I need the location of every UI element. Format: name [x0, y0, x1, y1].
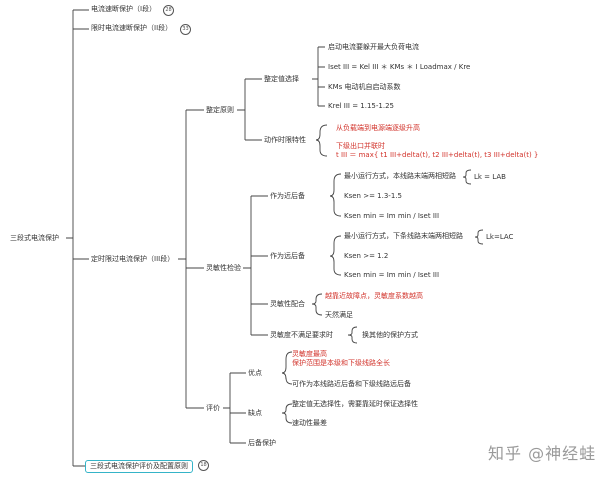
near-backup-item: Ksen min = Im min / Iset III: [344, 212, 440, 220]
far-backup-note: Lk=LAC: [486, 233, 514, 241]
zhihu-watermark: 知乎 @神经蛙: [488, 444, 597, 463]
advantages-node[interactable]: 优点: [248, 369, 262, 377]
near-backup-node[interactable]: 作为近后备: [270, 192, 305, 200]
far-backup-node[interactable]: 作为远后备: [270, 252, 305, 260]
sensitivity-coordination-node[interactable]: 灵敏性配合: [270, 300, 305, 308]
disadvantages-node[interactable]: 缺点: [248, 409, 262, 417]
timed-overcurrent-node[interactable]: 限时电流速断保护（II段）: [91, 24, 173, 32]
instant-overcurrent-node[interactable]: 电流速断保护（I段）: [91, 5, 157, 13]
value-selection-item: KMs 电动机自启动系数: [328, 83, 401, 91]
evaluation-config-node[interactable]: 三段式电流保护评价及配置原则: [85, 460, 193, 473]
definite-overcurrent-node[interactable]: 定时限过电流保护（III段）: [91, 255, 175, 263]
disadvantage-selectivity: 整定值无选择性，需要靠延时保证选择性: [292, 400, 418, 408]
evaluation-config-count-badge[interactable]: 18: [198, 460, 209, 471]
near-backup-item: Ksen >= 1.3-1.5: [344, 192, 402, 200]
action-time-rule: 从负载端到电源端逐级升高: [336, 124, 420, 132]
advantage-backup: 可作为本线路近后备和下级线路远后备: [292, 380, 411, 388]
backup-protection-node[interactable]: 后备保护: [248, 439, 276, 447]
near-backup-note: Lk = LAB: [474, 173, 506, 181]
value-selection-item: 启动电流要躲开最大负荷电流: [328, 43, 419, 51]
sensitivity-fail-node[interactable]: 灵敏度不满足要求时: [270, 331, 333, 339]
near-backup-item: 最小运行方式，本线路末端两相短路: [344, 172, 456, 180]
setting-principle-node[interactable]: 整定原则: [206, 106, 234, 114]
value-selection-node[interactable]: 整定值选择: [264, 75, 299, 83]
sensitivity-coordination-note: 天然满足: [325, 311, 353, 319]
advantage-range: 保护范围是本级和下级线路全长: [292, 359, 390, 367]
sensitivity-coordination-rule: 越靠近故障点，灵敏度系数越高: [325, 292, 423, 300]
root-topic: 三段式电流保护: [10, 234, 59, 242]
instant-overcurrent-count-badge[interactable]: 28: [163, 5, 174, 16]
value-selection-item: Krel III = 1.15-1.25: [328, 102, 394, 110]
far-backup-item: Ksen min = Im min / Iset III: [344, 271, 440, 279]
value-selection-item: Iset III = Kel III ＊ KMs ＊ I Loadmax / K…: [328, 63, 471, 71]
timed-overcurrent-count-badge[interactable]: 33: [180, 24, 191, 35]
action-time-formula: t III ＝ max{ t1 III+delta(t), t2 III+del…: [336, 151, 539, 159]
action-time-parallel-note: 下级出口并联时: [336, 142, 385, 150]
disadvantage-speed: 速动性最差: [292, 419, 327, 427]
sensitivity-check-node[interactable]: 灵敏性检验: [206, 264, 241, 272]
advantage-sensitivity: 灵敏度最高: [292, 350, 327, 358]
far-backup-item: 最小运行方式，下条线路末端两相短路: [344, 232, 463, 240]
action-time-node[interactable]: 动作时限特性: [264, 136, 306, 144]
far-backup-item: Ksen >= 1.2: [344, 252, 389, 260]
sensitivity-fail-item: 换其他的保护方式: [362, 331, 418, 339]
evaluation-node[interactable]: 评价: [206, 404, 220, 412]
